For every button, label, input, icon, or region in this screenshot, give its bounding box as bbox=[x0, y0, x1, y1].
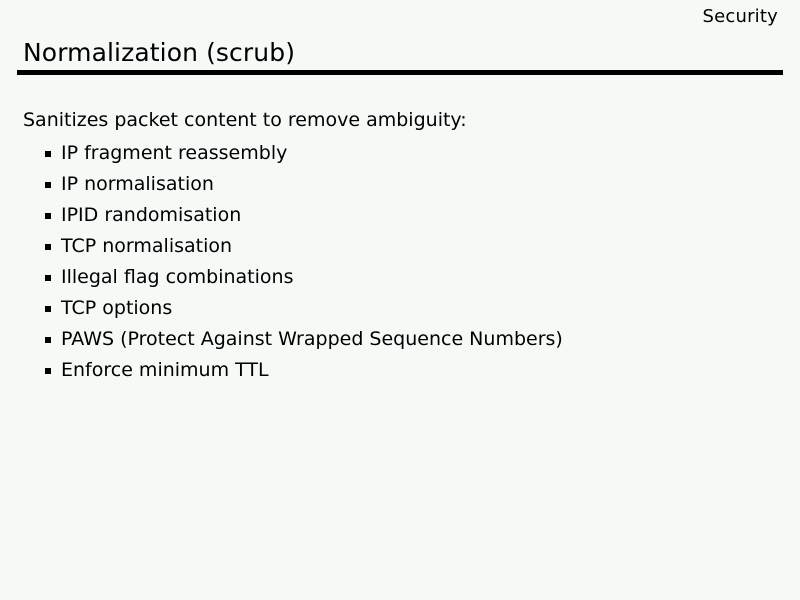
list-item: PAWS (Protect Against Wrapped Sequence N… bbox=[23, 324, 784, 355]
list-item: IP normalisation bbox=[23, 169, 784, 200]
list-item-label: IPID randomisation bbox=[61, 204, 242, 226]
square-bullet-icon bbox=[45, 337, 51, 343]
list-item: Illegal flag combinations bbox=[23, 262, 784, 293]
list-item-label: TCP options bbox=[61, 297, 173, 319]
list-item: IPID randomisation bbox=[23, 200, 784, 231]
square-bullet-icon bbox=[45, 151, 51, 157]
square-bullet-icon bbox=[45, 275, 51, 281]
list-item: TCP options bbox=[23, 293, 784, 324]
list-item-label: IP normalisation bbox=[61, 173, 214, 195]
list-item: TCP normalisation bbox=[23, 231, 784, 262]
lead-in-text: Sanitizes packet content to remove ambig… bbox=[23, 109, 467, 131]
list-item: IP fragment reassembly bbox=[23, 138, 784, 169]
slide-content: Sanitizes packet content to remove ambig… bbox=[23, 107, 784, 386]
square-bullet-icon bbox=[45, 368, 51, 374]
title-divider bbox=[17, 70, 783, 75]
list-item: Enforce minimum TTL bbox=[23, 355, 784, 386]
list-item-label: TCP normalisation bbox=[61, 235, 233, 257]
square-bullet-icon bbox=[45, 213, 51, 219]
list-item-label: IP fragment reassembly bbox=[61, 142, 288, 164]
square-bullet-icon bbox=[45, 244, 51, 250]
list-item-label: Illegal flag combinations bbox=[61, 266, 294, 288]
square-bullet-icon bbox=[45, 182, 51, 188]
square-bullet-icon bbox=[45, 306, 51, 312]
list-item-label: PAWS (Protect Against Wrapped Sequence N… bbox=[61, 328, 563, 350]
list-item-label: Enforce minimum TTL bbox=[61, 359, 269, 381]
slide-header-label: Security bbox=[702, 6, 778, 27]
bullet-list: IP fragment reassembly IP normalisation … bbox=[23, 138, 784, 386]
page-title: Normalization (scrub) bbox=[23, 38, 296, 67]
